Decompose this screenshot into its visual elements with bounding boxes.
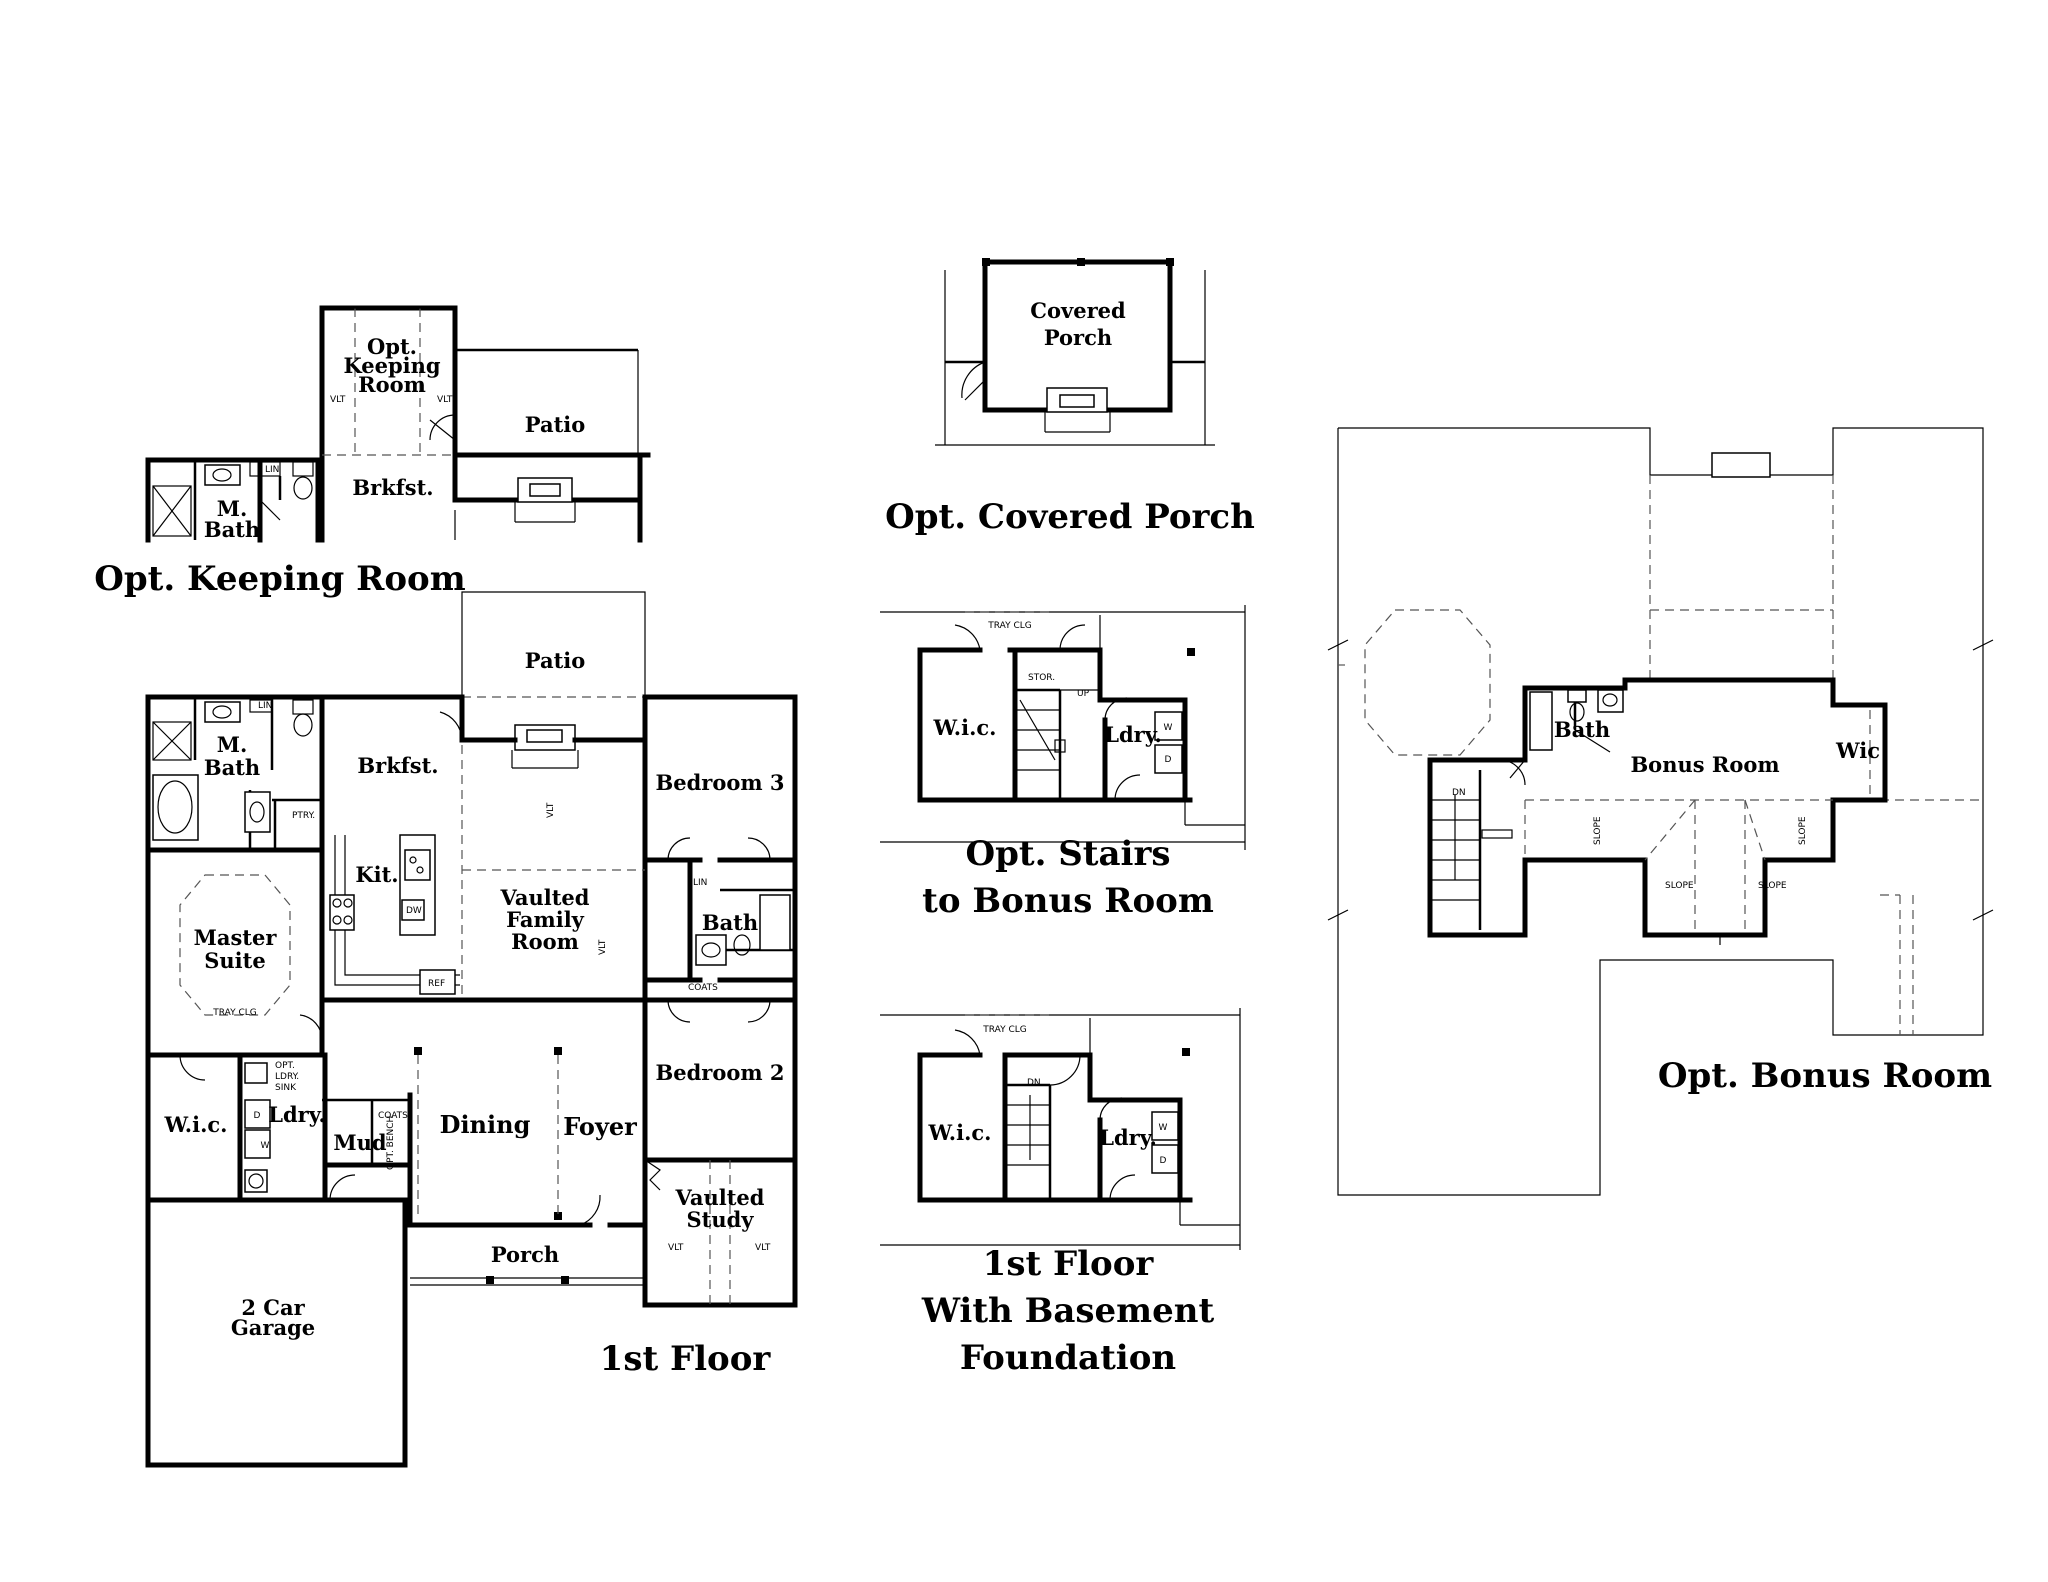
basement-w-label: W (1159, 1123, 1168, 1133)
keeping-mbath-label-2: Bath (204, 517, 260, 542)
covered-porch-title: Opt. Covered Porch (885, 497, 1255, 537)
covered-porch-label-2: Porch (1044, 325, 1112, 350)
basement-plan (880, 1008, 1241, 1250)
bonus-dn-label: DN (1452, 788, 1466, 798)
ff-mbath-label: M. (217, 732, 248, 757)
ff-coats-label-2: COATS (378, 1111, 408, 1121)
bonus-slope-bottom-left: SLOPE (1665, 881, 1694, 891)
ff-mud-label: Mud (333, 1130, 387, 1155)
ff-family-label-2: Family (506, 907, 585, 932)
keeping-vlt-right: VLT (437, 395, 453, 405)
bonus-slope-bottom-right: SLOPE (1758, 881, 1787, 891)
bonus-room-label: Bonus Room (1630, 752, 1779, 777)
basement-dn-label: DN (1027, 1078, 1041, 1088)
first-floor-plan (145, 591, 798, 1468)
ff-opt-ldry-label-2: LDRY. (275, 1072, 299, 1082)
covered-porch-plan (935, 258, 1215, 446)
bonus-wic-label: Wic (1835, 738, 1880, 763)
ff-study-vlt-left: VLT (668, 1243, 684, 1253)
ff-porch-label: Porch (491, 1242, 559, 1267)
basement-tray-label: TRAY CLG (982, 1025, 1027, 1035)
stairs-up-label: UP (1077, 689, 1090, 699)
ff-vlt-label: VLT (546, 802, 556, 818)
ff-kit-label: Kit. (355, 862, 398, 887)
ff-master-label-2: Suite (204, 948, 265, 973)
stairs-plan (880, 605, 1246, 850)
keeping-mbath-label: M. (217, 496, 248, 521)
bonus-slope-right: SLOPE (1798, 816, 1808, 845)
ff-lin-label: LIN (258, 701, 272, 711)
keeping-room-label: Opt. (367, 334, 417, 359)
ff-ref-label: REF (428, 979, 445, 989)
ff-lin-label-2: LIN (693, 878, 707, 888)
stairs-wic-label: W.i.c. (932, 715, 996, 740)
ff-mbath-label-2: Bath (204, 755, 260, 780)
ff-opt-ldry-label: OPT. (275, 1061, 295, 1071)
basement-title-3: Foundation (960, 1338, 1176, 1378)
stairs-w-label: W (1164, 723, 1173, 733)
ff-dw-label: DW (406, 906, 422, 916)
keeping-vlt-left: VLT (330, 395, 346, 405)
keeping-lin-label: LIN (265, 465, 279, 475)
ff-bedroom2-label: Bedroom 2 (655, 1060, 784, 1085)
ff-study-label-2: Study (686, 1207, 754, 1232)
ff-brkfst-label: Brkfst. (357, 753, 438, 778)
ff-dryer-label: D (254, 1111, 261, 1121)
basement-title: 1st Floor (983, 1244, 1155, 1284)
ff-washer-label: W (261, 1141, 270, 1151)
ff-bedroom3-label: Bedroom 3 (655, 770, 784, 795)
stairs-title-2: to Bonus Room (922, 881, 1214, 921)
basement-title-2: With Basement (921, 1291, 1215, 1331)
ff-ptry-label: PTRY. (292, 811, 315, 821)
ff-patio-label: Patio (525, 648, 586, 673)
ff-vlt-label-2: VLT (598, 939, 608, 955)
ff-foyer-label: Foyer (563, 1112, 637, 1141)
stairs-stor-label: STOR. (1028, 673, 1055, 683)
keeping-room-title: Opt. Keeping Room (94, 559, 465, 599)
ff-opt-ldry-label-3: SINK (275, 1083, 297, 1093)
ff-opt-bench-label: OPT. BENCH (386, 1116, 396, 1170)
ff-master-label: Master (194, 925, 278, 950)
stairs-ldry-label: Ldry. (1104, 722, 1162, 747)
bonus-room-plan (1327, 427, 1994, 1196)
ff-coats-label: COATS (688, 983, 718, 993)
ff-ldry-label: Ldry. (268, 1102, 326, 1127)
stairs-tray-label: TRAY CLG (987, 621, 1032, 631)
ff-garage-label-2: Garage (231, 1315, 315, 1340)
ff-wic-label: W.i.c. (163, 1112, 227, 1137)
ff-dining-label: Dining (440, 1110, 531, 1139)
ff-tray-label: TRAY CLG (212, 1008, 257, 1018)
basement-ldry-label: Ldry. (1099, 1125, 1157, 1150)
stairs-d-label: D (1165, 755, 1172, 765)
bonus-slope-left: SLOPE (1593, 816, 1603, 845)
keeping-room-label-2: Keeping (343, 353, 440, 378)
first-floor-title: 1st Floor (600, 1339, 772, 1379)
ff-study-label: Vaulted (675, 1185, 765, 1210)
keeping-room-plan (145, 305, 651, 543)
ff-family-label: Vaulted (500, 885, 590, 910)
bonus-bath-label: Bath (1554, 717, 1610, 742)
bonus-room-title: Opt. Bonus Room (1658, 1056, 1992, 1096)
covered-porch-label: Covered (1030, 298, 1126, 323)
stairs-title: Opt. Stairs (965, 834, 1170, 874)
ff-bath-label: Bath (702, 910, 758, 935)
keeping-patio-label: Patio (525, 412, 586, 437)
ff-study-vlt-right: VLT (755, 1243, 771, 1253)
keeping-room-label-3: Room (358, 372, 426, 397)
ff-family-label-3: Room (511, 929, 579, 954)
ff-garage-label: 2 Car (241, 1295, 305, 1320)
basement-d-label: D (1160, 1156, 1167, 1166)
basement-wic-label: W.i.c. (927, 1120, 991, 1145)
keeping-brkfst-label: Brkfst. (352, 475, 433, 500)
